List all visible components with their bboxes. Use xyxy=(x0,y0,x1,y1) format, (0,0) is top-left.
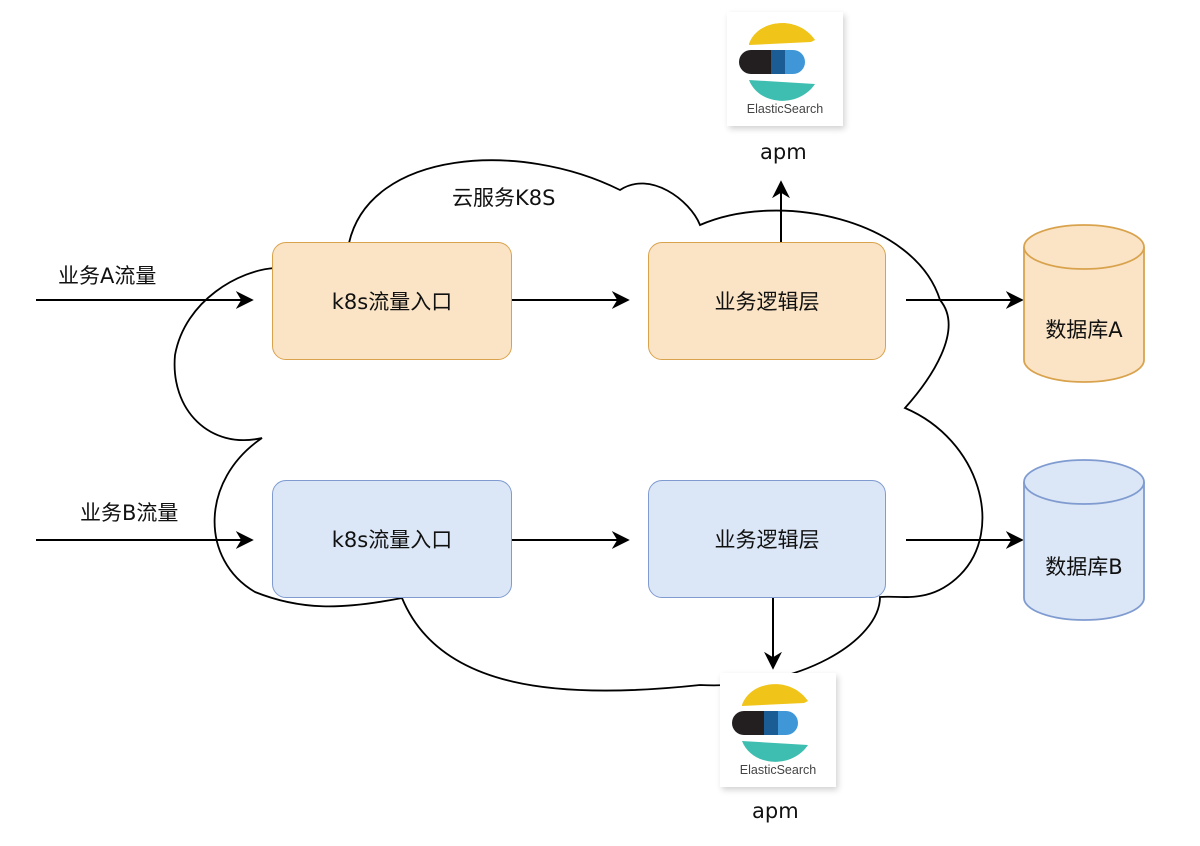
elasticsearch-icon xyxy=(732,684,808,762)
database-a-label: 数据库A xyxy=(1045,318,1123,342)
logic-box-b: 业务逻辑层 xyxy=(648,480,886,598)
elasticsearch-icon xyxy=(739,23,815,101)
ingress-label-a: k8s流量入口 xyxy=(331,290,453,314)
database-b-cylinder xyxy=(1023,459,1145,621)
logic-label-b: 业务逻辑层 xyxy=(714,528,820,552)
cloud-label: 云服务K8S xyxy=(452,186,556,210)
elasticsearch-logo-top: ElasticSearch xyxy=(727,12,843,126)
apm-label-bottom: apm xyxy=(752,799,799,823)
elasticsearch-caption-top: ElasticSearch xyxy=(746,102,824,116)
traffic-label-b: 业务B流量 xyxy=(80,501,179,525)
ingress-label-b: k8s流量入口 xyxy=(331,528,453,552)
database-a-cylinder xyxy=(1023,224,1145,383)
elasticsearch-caption-bottom: ElasticSearch xyxy=(739,763,817,777)
logic-box-a: 业务逻辑层 xyxy=(648,242,886,360)
database-b-label: 数据库B xyxy=(1045,555,1123,579)
ingress-box-b: k8s流量入口 xyxy=(272,480,512,598)
traffic-label-a: 业务A流量 xyxy=(58,264,157,288)
ingress-box-a: k8s流量入口 xyxy=(272,242,512,360)
apm-label-top: apm xyxy=(760,140,807,164)
k8s-cloud-shape xyxy=(173,159,984,692)
logic-label-a: 业务逻辑层 xyxy=(714,290,820,314)
elasticsearch-logo-bottom: ElasticSearch xyxy=(720,673,836,787)
